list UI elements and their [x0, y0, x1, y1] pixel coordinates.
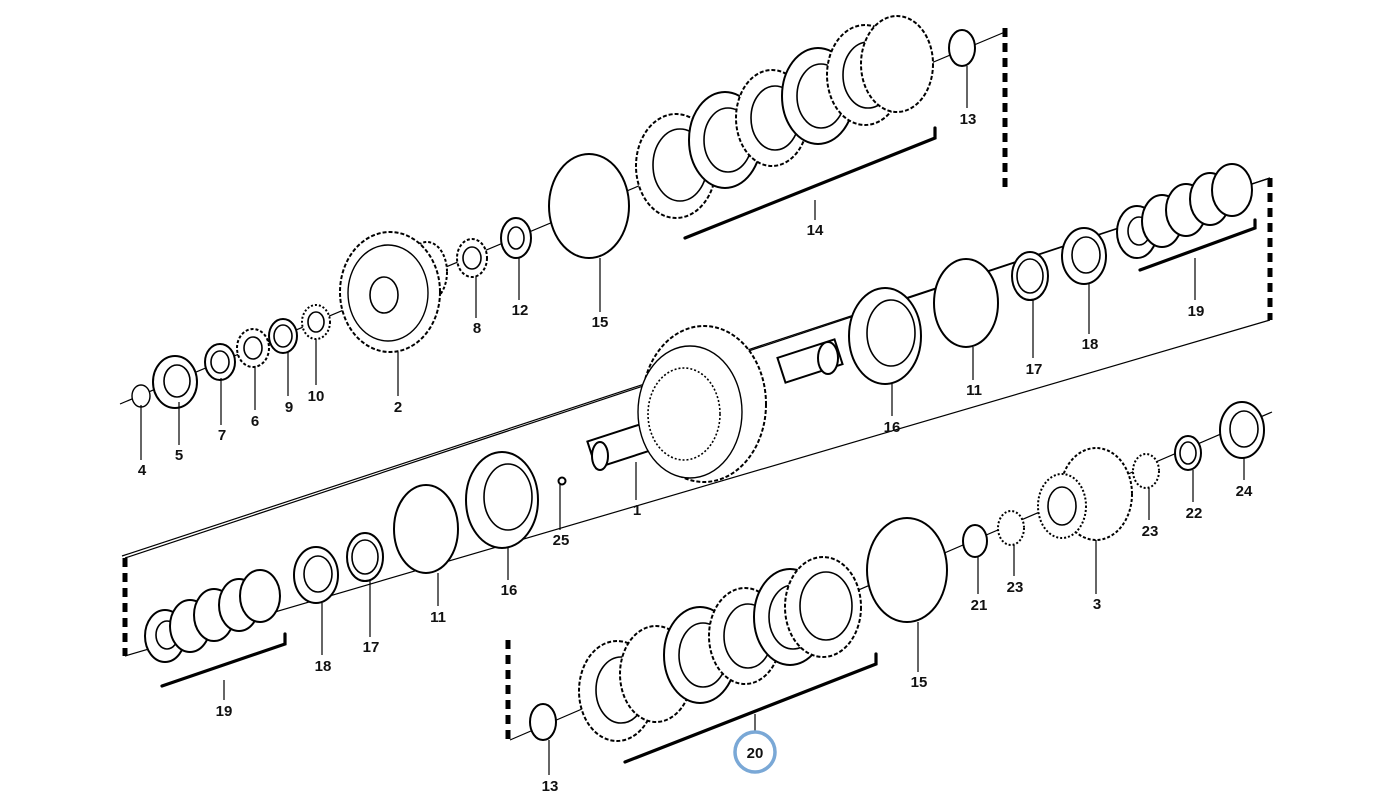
part-18-piston-ring-left: [293, 546, 339, 604]
callout-11-right[interactable]: 11: [966, 382, 982, 399]
callout-4[interactable]: 4: [138, 462, 147, 479]
part-12-washer: [500, 217, 532, 259]
part-22-ring: [1174, 435, 1202, 471]
callout-7[interactable]: 7: [218, 427, 226, 444]
callout-20[interactable]: 20: [747, 745, 764, 762]
callout-17-left[interactable]: 17: [363, 639, 380, 656]
part-10-needle-bearing: [301, 304, 331, 340]
callout-1[interactable]: 1: [633, 502, 641, 519]
part-23-needle-bearing-bottom: [997, 510, 1025, 546]
part-18-piston-ring-right: [1061, 227, 1107, 285]
part-24-bearing: [1219, 401, 1265, 459]
part-11-o-ring-left: [393, 484, 459, 574]
callout-13-bottom[interactable]: 13: [542, 778, 559, 795]
part-13-snap-ring-bottom: [529, 703, 557, 741]
highlight-circle: [733, 730, 777, 774]
part-16-piston-right: [848, 287, 922, 385]
callout-23-bottom[interactable]: 23: [1007, 579, 1024, 596]
part-17-ring-left: [346, 532, 384, 582]
callout-6[interactable]: 6: [251, 413, 259, 430]
callout-15-top[interactable]: 15: [592, 314, 609, 331]
leader-lines: [140, 66, 1245, 775]
callout-22[interactable]: 22: [1186, 505, 1203, 522]
part-23-needle-bearing-top: [1132, 453, 1160, 489]
part-7-ring: [204, 343, 236, 381]
callout-19-left[interactable]: 19: [216, 703, 233, 720]
callout-labels: 4 5 7 6 9 10 2 8 12 15 14 13 19 18 17 11…: [138, 111, 1253, 795]
part-25-ball: [557, 476, 567, 486]
group-brackets: [160, 126, 1257, 764]
part-13-snap-ring-top: [948, 29, 976, 67]
part-21-ring: [962, 524, 988, 558]
callout-16-left[interactable]: 16: [501, 582, 518, 599]
part-5-bearing: [152, 355, 198, 409]
callout-24[interactable]: 24: [1236, 483, 1253, 500]
part-4-circlip: [131, 384, 151, 408]
part-15-seal-ring-bottom: [866, 517, 948, 623]
callout-21[interactable]: 21: [971, 597, 988, 614]
callout-11-left[interactable]: 11: [430, 609, 446, 626]
part-1-shaft-drum: [586, 325, 844, 483]
callout-9[interactable]: 9: [285, 399, 293, 416]
callout-16-right[interactable]: 16: [884, 419, 901, 436]
part-14-clutch-pack: [635, 15, 934, 219]
part-15-seal-ring-top: [548, 153, 630, 259]
callout-5[interactable]: 5: [175, 447, 183, 464]
part-2-gear: [339, 231, 448, 353]
part-19-spring-pack-left: [144, 569, 281, 663]
part-8-needle-washer: [456, 238, 488, 278]
callout-3[interactable]: 3: [1093, 596, 1101, 613]
part-9-ring: [268, 318, 298, 354]
part-17-ring-right: [1011, 251, 1049, 301]
callout-23-top[interactable]: 23: [1142, 523, 1159, 540]
callout-12[interactable]: 12: [512, 302, 529, 319]
part-19-spring-pack-right: [1116, 163, 1253, 259]
callout-8[interactable]: 8: [473, 320, 481, 337]
callout-18-left[interactable]: 18: [315, 658, 332, 675]
callout-14[interactable]: 14: [807, 222, 824, 239]
part-20-clutch-pack: [578, 556, 862, 742]
part-3-gear: [1037, 447, 1133, 541]
callout-2[interactable]: 2: [394, 399, 402, 416]
callout-15-bottom[interactable]: 15: [911, 674, 928, 691]
callout-25[interactable]: 25: [553, 532, 570, 549]
part-16-piston-left: [465, 451, 539, 549]
callout-13-top[interactable]: 13: [960, 111, 977, 128]
part-6-needle-washer: [236, 328, 270, 368]
callout-19-right[interactable]: 19: [1188, 303, 1205, 320]
callout-17-right[interactable]: 17: [1026, 361, 1043, 378]
callout-10[interactable]: 10: [308, 388, 325, 405]
callout-18-right[interactable]: 18: [1082, 336, 1099, 353]
part-11-o-ring-right: [933, 258, 999, 348]
